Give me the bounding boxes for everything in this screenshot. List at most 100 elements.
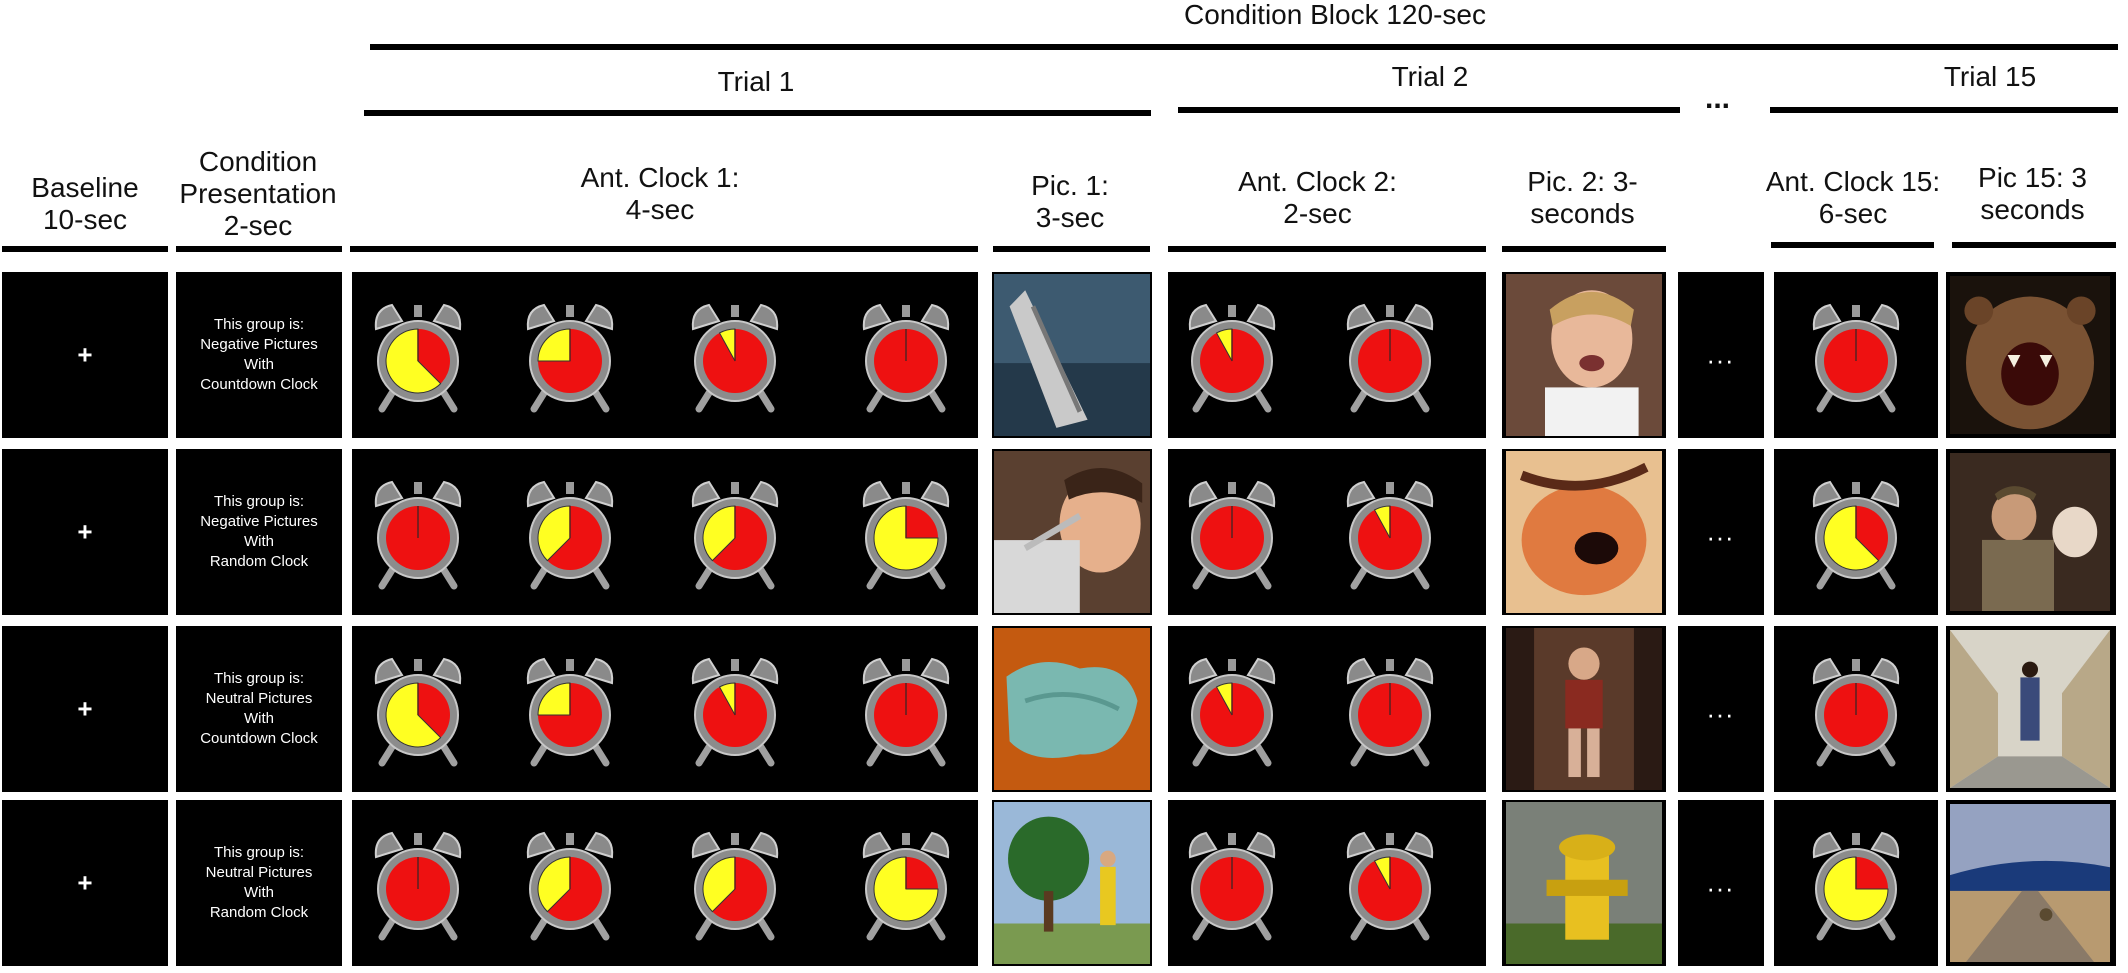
condition-text-line: This group is:	[213, 493, 305, 510]
roaring-bear-picture	[1950, 276, 2110, 434]
child-injection-picture	[994, 451, 1150, 613]
col-condition: Condition Presentation 2-sec	[172, 146, 344, 242]
trial-15-bar	[1770, 107, 2118, 113]
condition-text-line: This group is:	[213, 670, 305, 687]
gap-ellipsis: ...	[1707, 516, 1735, 547]
pic-1-label: Pic. 1: 3-sec	[1031, 170, 1109, 233]
condition-text-line: Negative Pictures	[200, 336, 318, 353]
gap-ellipsis: ...	[1707, 867, 1735, 898]
crying-boy-picture	[1506, 274, 1662, 436]
sinking-ship-picture	[994, 274, 1150, 436]
alarm-clock-icon	[374, 657, 462, 767]
ant-clock-2-bar	[1168, 246, 1486, 252]
col-pic-15: Pic 15: 3 seconds	[1950, 162, 2115, 226]
gap-ellipsis: ...	[1707, 339, 1735, 370]
baseline-panel: +	[2, 449, 168, 615]
condition-text-line: With	[244, 884, 274, 901]
alarm-clock-icon	[1812, 480, 1900, 590]
condition-text-line: Countdown Clock	[200, 376, 318, 393]
alarm-clock-icon	[374, 480, 462, 590]
supermarket-aisle-picture	[1950, 630, 2110, 788]
pic-15-label: Pic 15: 3 seconds	[1978, 162, 2087, 225]
alarm-clock-icon	[1188, 480, 1276, 590]
alarm-clock-icon	[526, 303, 614, 413]
alarm-clock-icon	[1812, 657, 1900, 767]
condition-text-line: Countdown Clock	[200, 730, 318, 747]
condition-text-line: With	[244, 710, 274, 727]
alarm-clock-icon	[374, 303, 462, 413]
alarm-clock-icon	[862, 480, 950, 590]
trial-2-label: Trial 2	[1391, 61, 1469, 92]
baseline-panel: +	[2, 626, 168, 792]
alarm-clock-icon	[691, 657, 779, 767]
trial-2-bar	[1178, 107, 1680, 113]
pic-2-bar	[1502, 246, 1666, 252]
col-baseline: Baseline 10-sec	[0, 172, 170, 236]
baseline-bar	[2, 246, 168, 252]
gap-panel: ...	[1678, 272, 1764, 438]
col-pic-2: Pic. 2: 3-seconds	[1500, 166, 1665, 230]
alarm-clock-icon	[862, 303, 950, 413]
gap-ellipsis: ...	[1707, 693, 1735, 724]
gap-panel: ...	[1678, 800, 1764, 966]
towel-picture	[994, 628, 1150, 790]
alarm-clock-icon	[691, 480, 779, 590]
ant-clock-2-label: Ant. Clock 2: 2-sec	[1238, 166, 1397, 229]
alarm-clock-icon	[1812, 831, 1900, 941]
fixation-cross: +	[77, 867, 93, 898]
alarm-clock-icon	[1812, 303, 1900, 413]
condition-bar	[176, 246, 342, 252]
condition-block-label: Condition Block 120-sec	[1184, 0, 1486, 30]
baseline-label: Baseline 10-sec	[31, 172, 139, 235]
alarm-clock-icon	[862, 657, 950, 767]
gap-panel: ...	[1678, 626, 1764, 792]
col-ant-clock-15: Ant. Clock 15: 6-sec	[1758, 166, 1948, 230]
fixation-cross: +	[77, 693, 93, 724]
col-ant-clock-1: Ant. Clock 1: 4-sec	[560, 162, 760, 226]
condition-text-line: This group is:	[213, 316, 305, 333]
baseline-panel: +	[2, 800, 168, 966]
baseline-panel: +	[2, 272, 168, 438]
alarm-clock-icon	[691, 831, 779, 941]
trial-15-label: Trial 15	[1943, 61, 2037, 92]
condition-text-line: Random Clock	[209, 553, 309, 570]
alarm-clock-icon	[1346, 480, 1434, 590]
fixation-cross: +	[77, 516, 93, 547]
condition-text-line: With	[244, 356, 274, 373]
gap-panel: ...	[1678, 449, 1764, 615]
alarm-clock-icon	[374, 831, 462, 941]
alarm-clock-icon	[526, 657, 614, 767]
col-pic-1: Pic. 1: 3-sec	[1000, 170, 1140, 234]
condition-block-bar	[370, 44, 2118, 50]
alarm-clock-icon	[1188, 303, 1276, 413]
child-standing-picture	[1506, 628, 1662, 790]
fire-hydrant-picture	[1506, 802, 1662, 964]
condition-text-line: Neutral Pictures	[205, 690, 313, 707]
condition-label: Condition Presentation 2-sec	[179, 146, 337, 241]
fixation-cross: +	[77, 339, 93, 370]
alarm-clock-icon	[691, 303, 779, 413]
condition-text-line: With	[244, 533, 274, 550]
alarm-clock-icon	[526, 480, 614, 590]
condition-text-line: Negative Pictures	[200, 513, 318, 530]
condition-text-line: Random Clock	[209, 904, 309, 921]
alarm-clock-icon	[1188, 831, 1276, 941]
trial-1-bar	[364, 110, 1151, 116]
pic-15-bar	[1952, 242, 2116, 248]
wounded-soldiers-picture	[1950, 453, 2110, 611]
pic-1-bar	[993, 246, 1150, 252]
ant-clock-15-label: Ant. Clock 15: 6-sec	[1765, 166, 1941, 229]
pic-2-label: Pic. 2: 3-seconds	[1527, 166, 1638, 229]
condition-text-line: Neutral Pictures	[205, 864, 313, 881]
alarm-clock-icon	[526, 831, 614, 941]
trial-1-label: Trial 1	[717, 66, 795, 97]
ant-clock-15-bar	[1771, 242, 1934, 248]
alarm-clock-icon	[1346, 303, 1434, 413]
